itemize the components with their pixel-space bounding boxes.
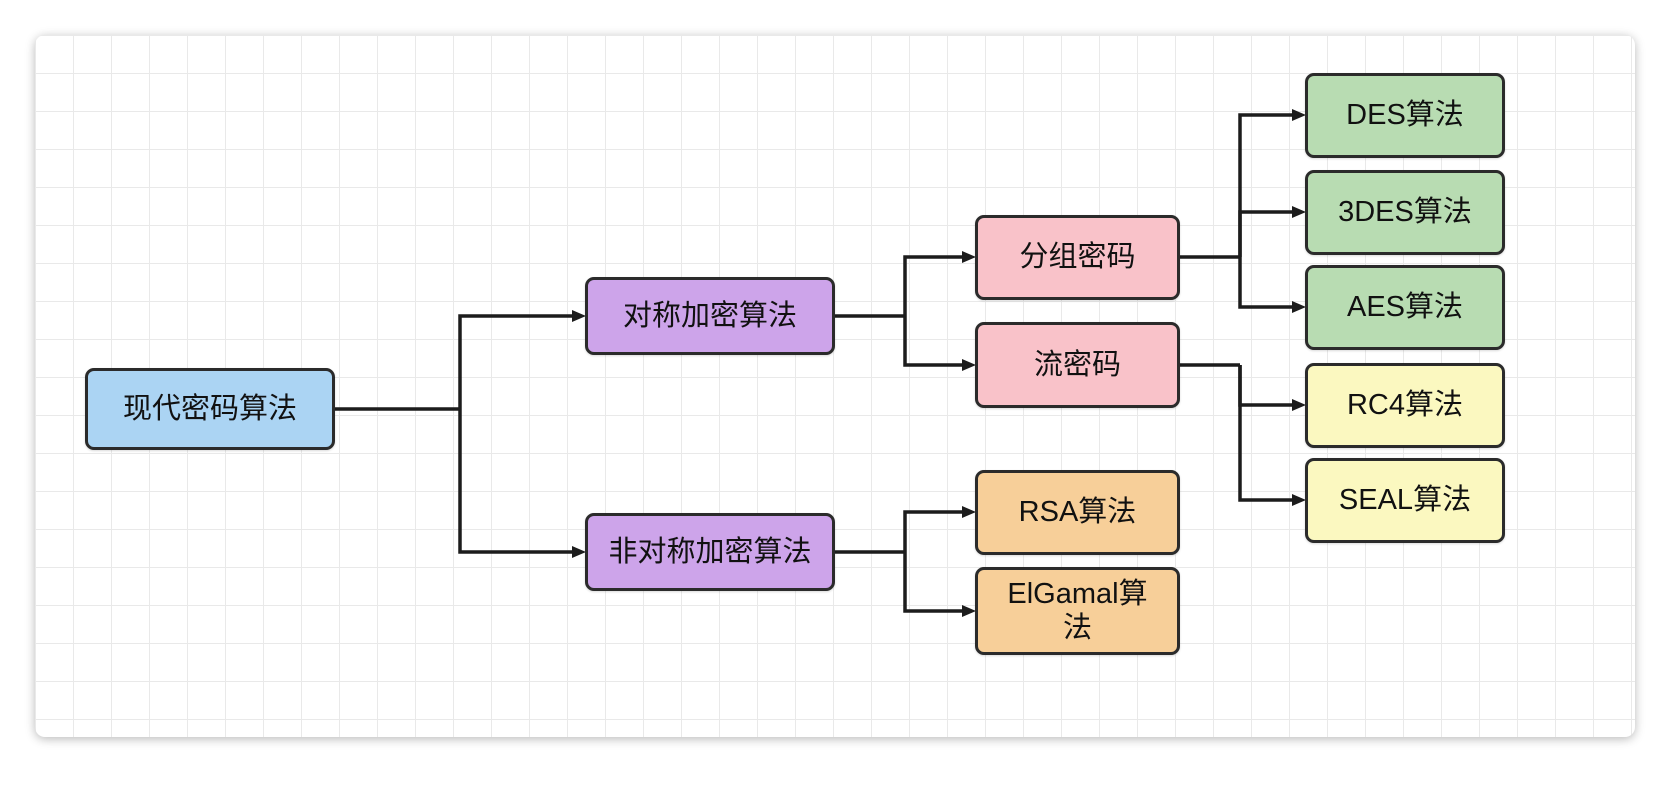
node-rc4[interactable]: RC4算法	[1305, 363, 1505, 448]
node-rsa-label: RSA算法	[1018, 496, 1137, 529]
node-block-cipher[interactable]: 分组密码	[975, 215, 1180, 300]
node-elgamal-label: ElGamal算法	[1007, 577, 1148, 644]
node-symmetric[interactable]: 对称加密算法	[585, 277, 835, 355]
node-modern-crypto[interactable]: 现代密码算法	[85, 368, 335, 450]
node-seal[interactable]: SEAL算法	[1305, 458, 1505, 543]
node-elgamal[interactable]: ElGamal算法	[975, 567, 1180, 655]
node-stream-cipher-label: 流密码	[1033, 348, 1121, 381]
node-3des[interactable]: 3DES算法	[1305, 170, 1505, 255]
node-stream-cipher[interactable]: 流密码	[975, 322, 1180, 408]
node-seal-label: SEAL算法	[1338, 484, 1472, 517]
node-symmetric-label: 对称加密算法	[622, 299, 797, 332]
node-aes[interactable]: AES算法	[1305, 265, 1505, 350]
node-aes-label: AES算法	[1346, 291, 1464, 324]
node-modern-crypto-label: 现代密码算法	[122, 392, 297, 425]
node-block-cipher-label: 分组密码	[1019, 241, 1136, 274]
node-rc4-label: RC4算法	[1346, 389, 1463, 422]
node-des-label: DES算法	[1346, 99, 1464, 132]
node-3des-label: 3DES算法	[1338, 196, 1472, 229]
node-asymmetric[interactable]: 非对称加密算法	[585, 513, 835, 591]
node-des[interactable]: DES算法	[1305, 73, 1505, 158]
node-asymmetric-label: 非对称加密算法	[608, 535, 812, 568]
node-rsa[interactable]: RSA算法	[975, 470, 1180, 555]
